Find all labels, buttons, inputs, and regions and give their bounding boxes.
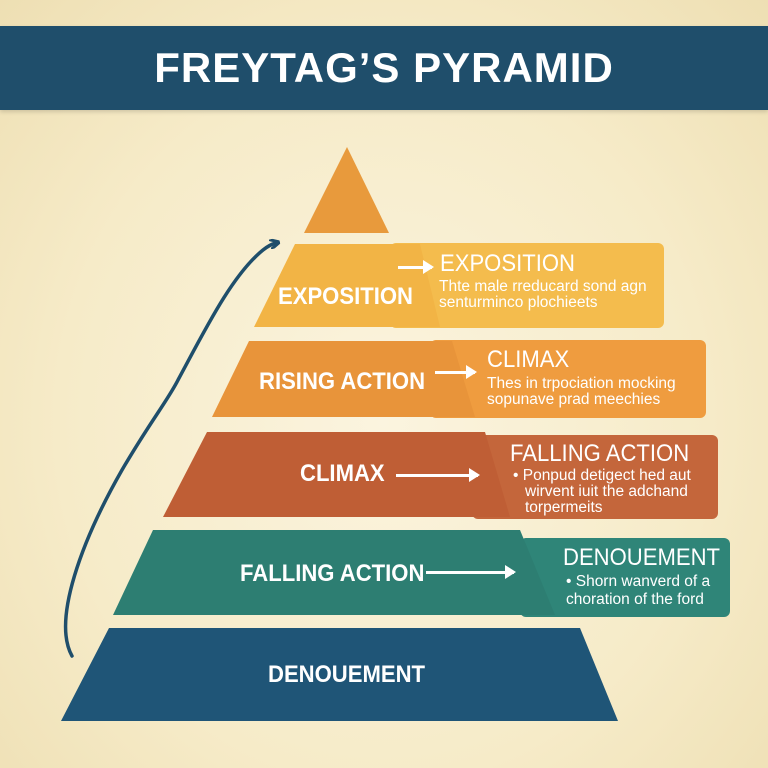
tier-climax bbox=[163, 432, 510, 517]
title-banner: FREYTAG’S PYRAMID bbox=[0, 26, 768, 110]
page-title: FREYTAG’S PYRAMID bbox=[154, 44, 614, 91]
callout-text-exposition-1: Thte male rreducard sond agn bbox=[439, 278, 647, 295]
callout-title-denouement: DENOUEMENT bbox=[563, 544, 721, 571]
tier-falling-action bbox=[113, 530, 555, 615]
tier-label-denouement: DENOUEMENT bbox=[268, 661, 426, 688]
callout-text-denouement-1: • Shorn wanverd of a bbox=[566, 573, 711, 590]
callout-climax bbox=[430, 340, 706, 418]
arrow-rising-action bbox=[435, 365, 477, 379]
callout-text-exposition-2: senturminco plochieets bbox=[439, 294, 598, 311]
callout-text-falling-action-2: wirvent iuit the adchand bbox=[525, 483, 688, 500]
pyramid-apex bbox=[304, 147, 389, 233]
arrow-climax bbox=[396, 468, 480, 482]
callout-denouement bbox=[520, 538, 730, 617]
callout-title-climax: CLIMAX bbox=[487, 346, 570, 373]
callout-text-falling-action-3: torpermeits bbox=[525, 499, 603, 516]
callout-falling-action bbox=[472, 435, 718, 519]
arrow-exposition bbox=[398, 260, 434, 274]
callout-text-climax-1: Thes in trpociation mocking bbox=[487, 375, 676, 392]
callout-title-exposition: EXPOSITION bbox=[440, 250, 575, 277]
callout-text-climax-2: sopunave prad meechies bbox=[487, 391, 661, 408]
arrow-falling-action bbox=[426, 565, 516, 579]
tier-label-falling-action: FALLING ACTION bbox=[240, 560, 425, 587]
tier-exposition bbox=[254, 244, 440, 327]
rising-curve-arrow bbox=[63, 243, 276, 658]
tier-rising-action bbox=[212, 341, 475, 417]
tier-label-rising-action: RISING ACTION bbox=[259, 368, 426, 395]
tier-label-exposition: EXPOSITION bbox=[278, 283, 413, 310]
callout-text-falling-action-1: • Ponpud detigect hed aut bbox=[513, 467, 691, 484]
callout-text-denouement-2: choration of the ford bbox=[566, 591, 704, 608]
tier-denouement bbox=[61, 628, 618, 721]
callout-title-falling-action: FALLING ACTION bbox=[510, 440, 690, 467]
callout-exposition bbox=[390, 243, 664, 328]
tier-label-climax: CLIMAX bbox=[300, 460, 385, 487]
